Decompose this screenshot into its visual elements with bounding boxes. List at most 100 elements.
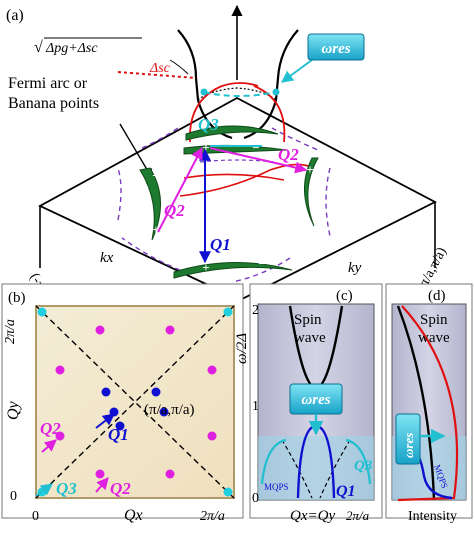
- dot-magenta-8: [165, 469, 175, 479]
- fermi-arc-label-1: Fermi arc or: [8, 75, 88, 92]
- sign-minus-top: −: [252, 140, 259, 155]
- dot-magenta-7: [95, 469, 105, 479]
- b-y-zero: 0: [10, 489, 17, 504]
- omega-res-label: ωres: [321, 41, 350, 57]
- c-dashed-right: [319, 439, 351, 499]
- b-y-axis: Qy: [5, 400, 22, 420]
- dot-magenta-6: [207, 431, 217, 441]
- resonance-dashed: [203, 91, 277, 97]
- dot-blue-4: [159, 407, 169, 417]
- c-spin-wave-1: Spin: [294, 312, 322, 328]
- diagonal-2: [35, 305, 235, 499]
- dot-cyan-br: [223, 487, 233, 497]
- fermi-surface-inner: [199, 159, 275, 163]
- q2-label-right: Q2: [278, 145, 299, 164]
- c-omega-res-label: ωres: [301, 392, 330, 408]
- c-tick-0: 0: [252, 491, 259, 506]
- dot-blue-1: [101, 387, 111, 397]
- d-red-curve: [397, 305, 459, 502]
- b-x-right: 2π/a: [200, 509, 225, 524]
- c-q3-arc-left: [260, 438, 287, 485]
- b-q1-label: Q1: [108, 425, 129, 444]
- sign-plus-right: +: [306, 162, 313, 177]
- gap-arc-left: [189, 82, 259, 143]
- sqrt-formula: Δpg+Δsc: [45, 41, 98, 56]
- c-q3-label: Q3: [354, 458, 373, 474]
- panel-a-label: (a): [6, 7, 24, 24]
- dot-magenta-1: [95, 325, 105, 335]
- c-q1-label: Q1: [336, 483, 356, 500]
- panel-a: (a) ωres √ Δpg+Δsc: [6, 4, 450, 328]
- q2-vector-left: [157, 146, 203, 233]
- c-q3-arc-right: [345, 438, 372, 485]
- d-spin-wave-2: wave: [418, 330, 450, 346]
- dot-magenta-5: [55, 431, 65, 441]
- d-spin-wave-1: Spin: [420, 312, 448, 328]
- d-x-axis: Intensity: [408, 509, 457, 524]
- q1-label: Q1: [210, 235, 231, 254]
- banana-arc-top: [185, 125, 279, 141]
- delta-sc-label: Δsc: [149, 61, 171, 76]
- b-x-zero: 0: [32, 509, 39, 524]
- b-q2a-arrow: [41, 439, 57, 453]
- panel-d: (d) Spin wave ωres MQPS Intensity: [385, 283, 473, 524]
- ky-label: ky: [348, 260, 362, 276]
- panel-c-label: (c): [336, 288, 353, 304]
- b-q2b-arrow: [95, 477, 109, 493]
- sign-minus-right: −: [312, 210, 319, 225]
- sign-minus-left: −: [152, 168, 159, 183]
- panel-d-label: (d): [428, 288, 446, 304]
- q2-label-left: Q2: [164, 201, 185, 220]
- c-spin-wave-2: wave: [294, 330, 326, 346]
- banana-arc-bottom: [173, 262, 293, 279]
- fermi-surface-dashed: [117, 127, 331, 283]
- kx-label: kx: [100, 250, 114, 266]
- q2-vector-right: [209, 147, 308, 174]
- b-center-label: (π/a,π/a): [144, 402, 195, 418]
- red-arc-mid2: [183, 173, 285, 181]
- sign-plus-top: +: [202, 140, 209, 155]
- dot-blue-3: [151, 387, 161, 397]
- sign-plus-left: +: [152, 222, 159, 237]
- dot-blue-5: [115, 421, 125, 431]
- c-dashed-left: [281, 439, 313, 499]
- red-arc-mid: [179, 163, 313, 197]
- dot-magenta-3: [55, 365, 65, 375]
- b-q2b-label: Q2: [110, 479, 131, 498]
- b-q3-arrow: [35, 483, 53, 497]
- panel-c-mqps-region: [258, 436, 374, 500]
- c-tick-1: 1: [252, 399, 259, 414]
- panel-b: (b) 2π/a Qy 0 0 Qx 2π/a: [1, 283, 244, 524]
- sign-minus-bottom: −: [258, 256, 265, 271]
- c-x-right: 2π/a: [346, 508, 370, 523]
- b-q1-arrow: [95, 413, 115, 429]
- c-tick-2: 2: [252, 303, 259, 318]
- b-y-top: 2π/a: [3, 319, 18, 344]
- dot-cyan-tr: [223, 307, 233, 317]
- panel-b-label: (b): [8, 290, 26, 306]
- diagonal-1: [35, 305, 235, 499]
- b-q2a-label: Q2: [40, 419, 61, 438]
- banana-arc-left: [139, 167, 161, 241]
- panel-c: (c) ω/2Δ 2 1 0 Spin wave ωres MQPS Q1 Q3…: [234, 283, 383, 524]
- c-y-label: ω/2Δ: [234, 333, 250, 364]
- b-x-axis: Qx: [124, 507, 143, 524]
- omega-res-box: [307, 33, 365, 61]
- c-mqps-label: MQPS: [264, 482, 289, 492]
- dot-cyan-tl: [37, 307, 47, 317]
- resonance-dot-left: [200, 88, 208, 96]
- fermi-arc-label-2: Banana points: [8, 95, 99, 112]
- d-spin-wave-curve: [396, 305, 436, 501]
- sqrt-pointer: [169, 59, 189, 75]
- sign-plus-bottom: +: [202, 260, 209, 275]
- resonance-dot-right: [272, 88, 280, 96]
- dot-magenta-2: [165, 325, 175, 335]
- gap-arc-right: [253, 85, 286, 143]
- b-q3-label: Q3: [56, 479, 77, 498]
- dot-magenta-4: [207, 365, 217, 375]
- delta-sc-dotted: [117, 71, 197, 79]
- q3-label: Q3: [198, 115, 219, 134]
- sqrt-sign: √: [34, 39, 43, 56]
- d-omega-res-label: ωres: [401, 433, 416, 458]
